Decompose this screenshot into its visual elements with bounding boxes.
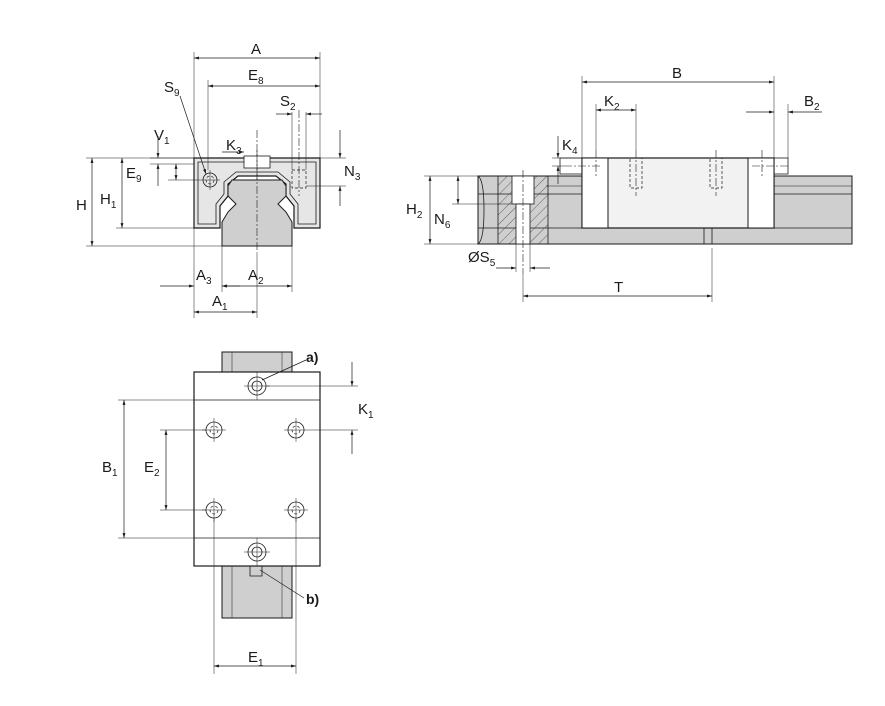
label-s2: S2	[280, 93, 296, 113]
label-t: T	[614, 279, 623, 296]
s2-thread-icon	[291, 110, 307, 196]
label-h1: H1	[100, 191, 117, 211]
top-view: a) b) K1 B1 E2 E1	[102, 349, 374, 674]
label-v1: V1	[154, 127, 170, 147]
label-e8: E8	[248, 67, 264, 87]
mounting-hole-icon-tr	[284, 418, 308, 442]
front-view: A E8 S9 S2 V1 K3 E9 N3 H H1 A3 A2 A1	[76, 41, 361, 318]
label-a: A	[251, 41, 261, 58]
label-k1: K1	[358, 401, 374, 421]
label-k4: K4	[562, 137, 578, 157]
mounting-holes-side	[564, 150, 790, 196]
label-a2: A2	[248, 267, 264, 287]
carriage-front-body	[193, 157, 321, 229]
leader-a	[261, 359, 307, 381]
label-b2: B2	[804, 93, 820, 113]
carriage-side-body	[581, 157, 775, 229]
label-b-note: b)	[306, 591, 319, 607]
carriage-inner-outline	[197, 161, 317, 225]
label-k3: K3	[226, 137, 242, 157]
side-view: B K2 B2 K4 H2 N6 ØS5 T	[406, 65, 853, 302]
label-h: H	[76, 197, 87, 214]
label-h2: H2	[406, 201, 423, 221]
label-n6: N6	[434, 211, 451, 231]
label-b1: B1	[102, 459, 118, 479]
label-e9: E9	[126, 165, 142, 185]
leader-s9	[179, 95, 207, 175]
label-n3: N3	[344, 163, 361, 183]
leader-b	[259, 569, 305, 599]
label-a-note: a)	[306, 349, 318, 365]
lube-port-bottom	[244, 538, 270, 566]
s9-thread-icon	[200, 170, 220, 190]
label-a3: A3	[196, 267, 212, 287]
label-s5: ØS5	[468, 249, 496, 269]
rail-end	[477, 175, 485, 245]
label-k2: K2	[604, 93, 620, 113]
label-e2: E2	[144, 459, 160, 479]
label-b: B	[672, 65, 682, 82]
label-e1: E1	[248, 649, 264, 669]
carriage-top-body	[193, 371, 321, 567]
label-a1: A1	[212, 293, 228, 313]
label-s9: S9	[164, 79, 180, 99]
